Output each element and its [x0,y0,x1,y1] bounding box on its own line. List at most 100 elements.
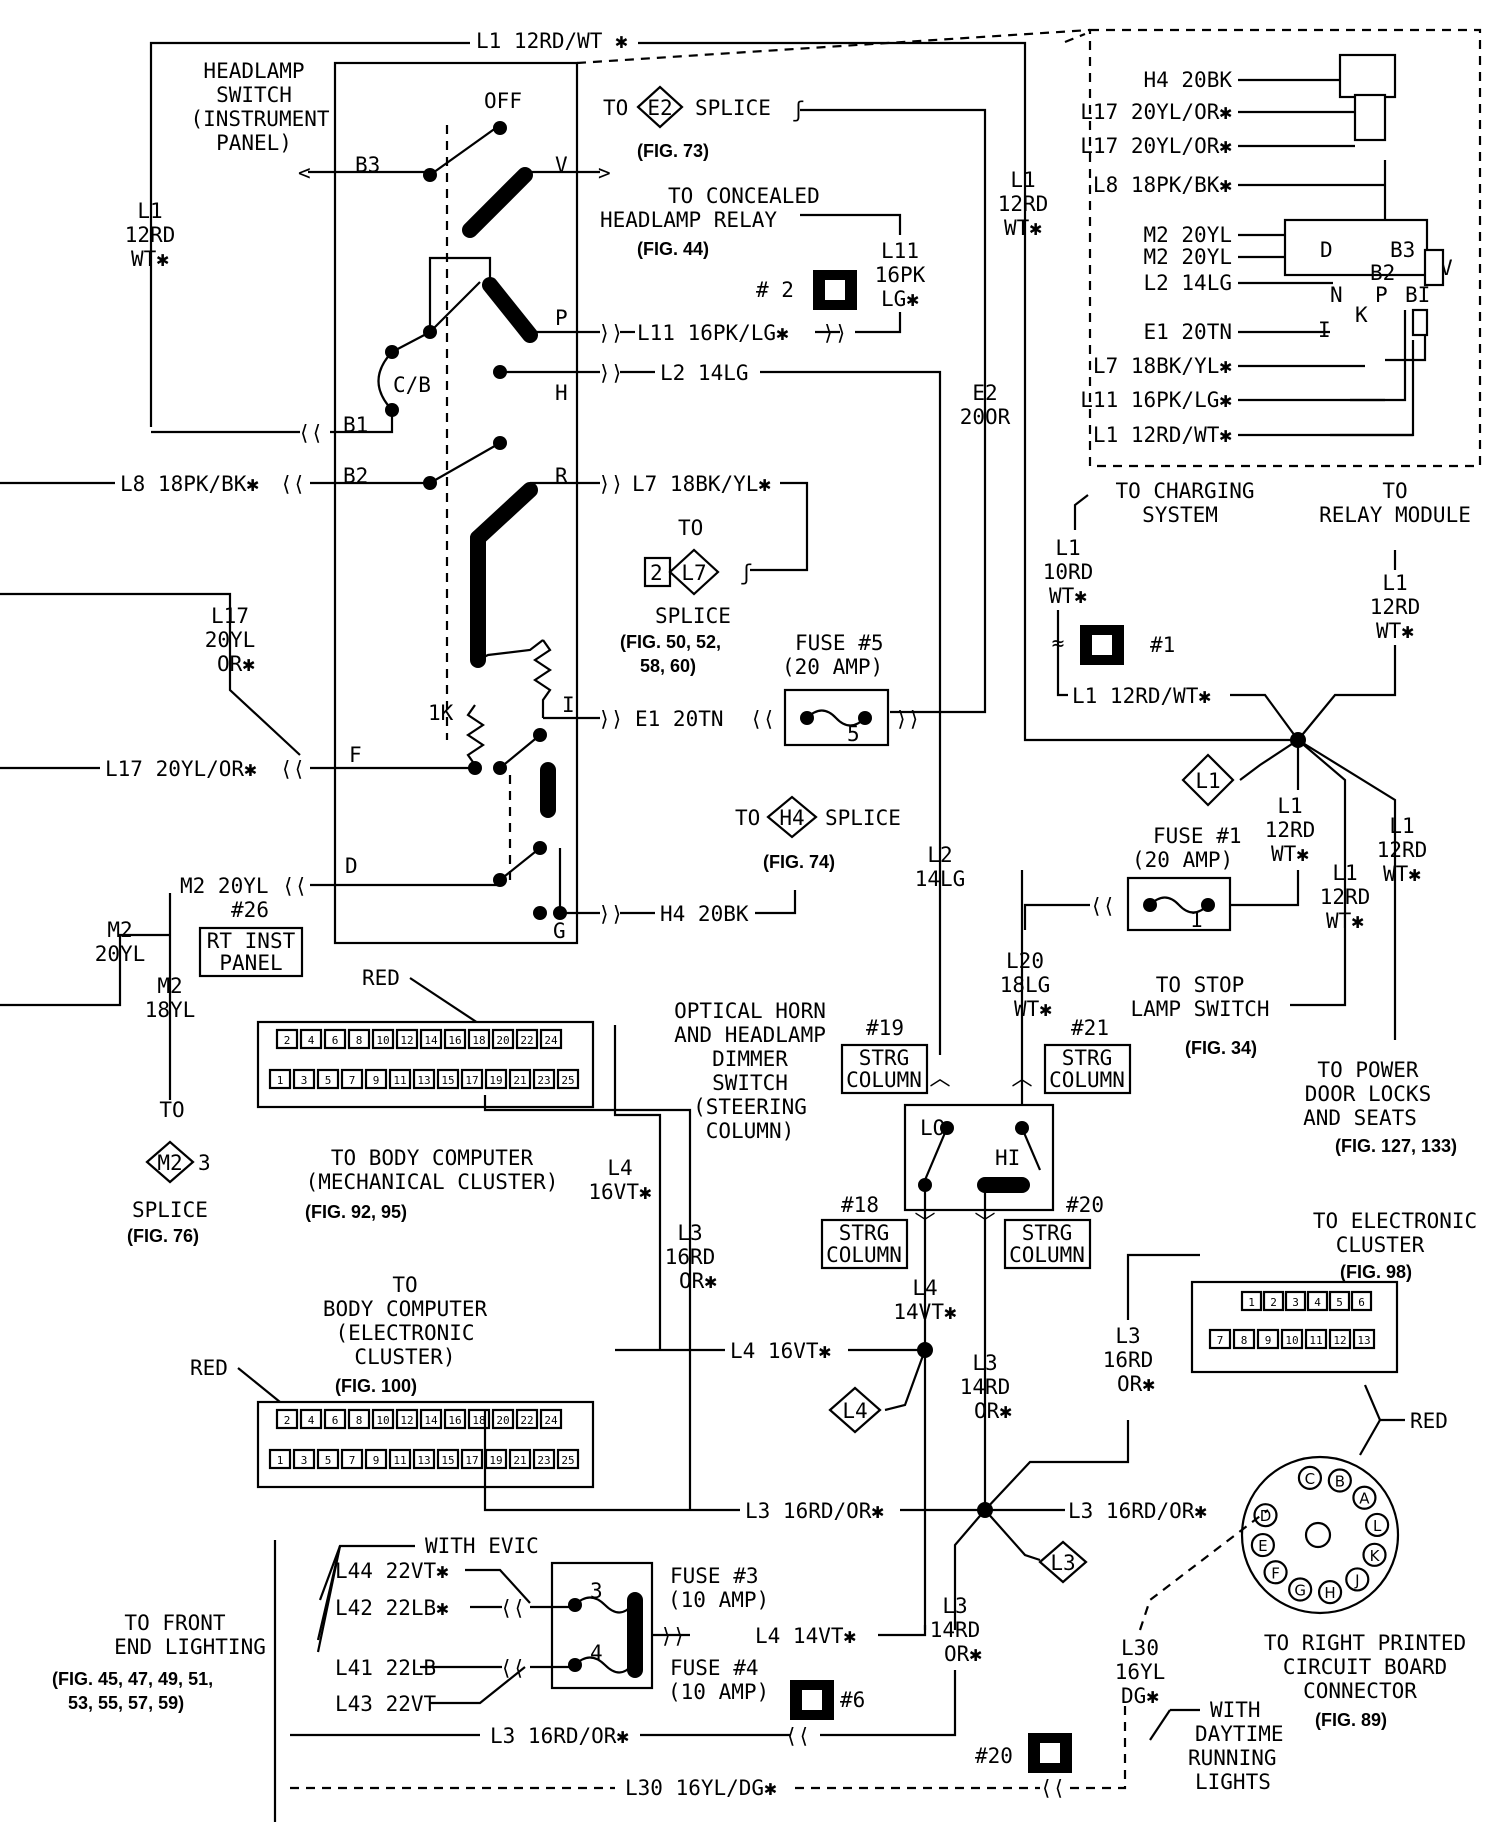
ec-bot-pin-label-10: 10 [1285,1334,1298,1347]
mech-bot-pin-1 [268,1068,292,1090]
h4-splice-id: H4 [779,806,804,830]
connector-arrow-b1: ⟨⟨ [298,421,323,445]
elec-top-pin-4 [299,1408,323,1430]
l4-vert-2: 16VT✱ [588,1180,652,1204]
inset-switch-body [1283,218,1429,277]
mech-bot-pin-3 [292,1068,316,1090]
l7-label: L7 18BK/YL✱ [632,472,771,496]
l1-fuse1-1: L1 [1277,794,1302,818]
arrow-fuse1: ⟨⟨ [1090,894,1115,918]
elec-bot-pin-9 [364,1448,388,1470]
mech-bot-pin-label-11: 11 [393,1074,406,1087]
elec-bot-pin-label-7: 7 [349,1454,356,1467]
inset-wire-10: L1 12RD/WT✱ [1093,423,1232,447]
l30-vert-2: 16YL [1115,1660,1166,1684]
elec-top-pin-label-12: 12 [400,1414,413,1427]
mech-bot-pin-25 [556,1068,580,1090]
fig98-label: (FIG. 98) [1340,1262,1412,1282]
l1-relay-1: L1 [1382,571,1407,595]
l11-vert-3: LG✱ [881,287,919,311]
arrow-l4: ﹀ [915,1211,936,1235]
mech-bot-pin-label-19: 19 [489,1074,502,1087]
m2-splice-id: M2 [157,1151,182,1175]
arrow-lo: ︿ [930,1066,951,1090]
arrow-l11: ⟩⟩ [822,321,847,345]
round-pin-label-E: E [1258,1537,1267,1555]
mech-bot-pin-label-5: 5 [325,1074,332,1087]
terminal-off: OFF [484,89,522,113]
ec-top-pin-2 [1262,1290,1285,1312]
ec-bot-pin-label-13: 13 [1357,1334,1370,1347]
l44-label: L44 22VT✱ [335,1559,449,1583]
elec-bot-pin-15 [436,1448,460,1470]
ec-top-pin-label-2: 2 [1270,1296,1277,1309]
mech-top-pin-label-4: 4 [308,1034,315,1047]
fuse1-2: (20 AMP) [1132,848,1233,872]
l4-14-1: L4 [912,1276,937,1300]
l3-16-right-3: OR✱ [1117,1372,1155,1396]
l3-body-label: L3 16RD/OR✱ [745,1499,884,1523]
horn-6: COLUMN) [706,1119,795,1143]
round-pin-C [1297,1465,1323,1490]
round-pin-D [1253,1503,1278,1528]
l2-vert-2: 14LG [915,867,966,891]
inset-pin-bi: BI [1405,283,1430,307]
l1-stop-1: L1 [1332,861,1357,885]
mech-top-pin-label-8: 8 [356,1034,363,1047]
mech-bot-pin-11 [388,1068,412,1090]
elec-top-pin-label-4: 4 [308,1414,315,1427]
l1-power-3: WT✱ [1383,862,1421,886]
l43-label: L43 22VT [335,1692,437,1716]
mech-bot-pin-label-17: 17 [465,1074,478,1087]
mech-top-pin-8 [347,1028,371,1050]
ec-bot-pin-11 [1304,1328,1328,1350]
round-pin-B [1327,1468,1352,1493]
ec-top-pin-5 [1328,1290,1351,1312]
l3-diamond-label: L3 [1050,1551,1075,1575]
elec-top-pin-14 [419,1408,443,1430]
charging-2: SYSTEM [1142,503,1218,527]
mech-top-pin-label-10: 10 [376,1034,389,1047]
horn-5: (STEERING [693,1095,807,1119]
red-label-mech: RED [362,966,400,990]
arrow-l4-fuse: ⟩⟩ [660,1624,685,1648]
rt-inst-2: PANEL [219,951,282,975]
to-l7-label: TO [678,516,703,540]
ec-bot-pin-10 [1280,1328,1304,1350]
h4-splice-diamond [766,795,818,839]
rt-inst-1: RT INST [207,929,296,953]
charging-1: TO CHARGING [1115,479,1254,503]
round-pin-label-F: F [1271,1564,1280,1582]
l2-label: L2 14LG [660,361,749,385]
mech-top-pin-20 [491,1028,515,1050]
mech-top-pin-22 [515,1028,539,1050]
l3-16-right-2: 16RD [1103,1348,1154,1372]
relay-1: TO [1382,479,1407,503]
l3-splice-diamond [1038,1540,1088,1584]
to-e2-label: TO [603,96,628,120]
ec-top-pin-label-5: 5 [1336,1296,1343,1309]
ec-top-pin-label-4: 4 [1314,1296,1321,1309]
elec-bot-pin-label-3: 3 [301,1454,308,1467]
inset-wire-1: L17 20YL/OR✱ [1080,100,1232,124]
elec-top-pin-12 [395,1408,419,1430]
connector-18-label: #18 [841,1193,879,1217]
l1-fuse1-3: WT✱ [1271,842,1309,866]
terminal-d: D [345,854,358,878]
headlamp-switch-body [333,61,579,945]
strg18-2: COLUMN [826,1243,902,1267]
right-pcb-2: CIRCUIT BOARD [1283,1655,1447,1679]
strg19-1: STRG [859,1046,910,1070]
l3-bottom-label: L3 16RD/OR✱ [490,1724,629,1748]
mech-top-pin-12 [395,1028,419,1050]
fig100-label: (FIG. 100) [335,1376,417,1396]
arrow-l8: ⟨⟨ [280,472,305,496]
terminal-cb: C/B [393,373,431,397]
strg-column-21 [1043,1043,1132,1095]
l20-1: L20 [1006,949,1044,973]
l2-vert-1: L2 [927,843,952,867]
relay-2: RELAY MODULE [1319,503,1471,527]
mech-bot-pin-label-23: 23 [537,1074,550,1087]
l4-14-2: 14VT✱ [893,1300,957,1324]
